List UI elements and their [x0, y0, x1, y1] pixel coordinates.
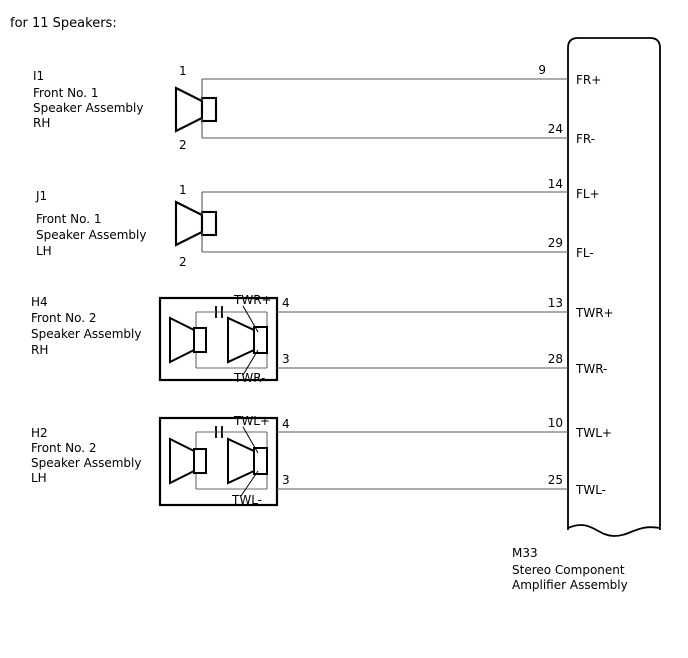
leader-h4-positive [242, 305, 259, 333]
component-h2-inner-label-negative: TWL- [231, 493, 262, 507]
component-h2-ref: H2 [31, 426, 48, 440]
component-h4-ref: H4 [31, 295, 48, 309]
leader-h2-negative [240, 470, 259, 497]
connector-break-line [567, 524, 661, 537]
leader-h2-positive [242, 426, 259, 454]
component-j1-desc-line2: Speaker Assembly [36, 228, 146, 242]
terminal-25-pin: 25 [548, 473, 563, 487]
speaker-h4-tweeter-cone-icon [227, 316, 255, 364]
component-i1-desc-line3: RH [33, 116, 50, 130]
speaker-h2-tweeter-cone-icon [227, 437, 255, 485]
component-j1-desc-line3: LH [36, 244, 52, 258]
component-i1: I1 Front No. 1 Speaker Assembly RH 1 2 9… [33, 63, 601, 152]
component-h2-pin-3-number: 3 [282, 473, 290, 487]
component-h4-desc-line2: Speaker Assembly [31, 327, 141, 341]
component-h4-pin-4-number: 4 [282, 296, 290, 310]
terminal-13-label: TWR+ [575, 306, 614, 320]
diagram-title: for 11 Speakers: [10, 16, 117, 31]
speaker-j1-magnet-icon [200, 210, 218, 237]
terminal-25-label: TWL- [575, 483, 606, 497]
terminal-9-pin: 9 [538, 63, 546, 77]
component-h2-enclosure [158, 416, 279, 507]
terminal-28-pin: 28 [548, 352, 563, 366]
connector-name-line1: Stereo Component [512, 563, 625, 577]
connector-ref: M33 [512, 546, 538, 560]
component-h2-desc-line1: Front No. 2 [31, 441, 97, 455]
component-j1-pin-2-number: 2 [179, 255, 187, 269]
speaker-h2-woofer-magnet-icon [193, 448, 207, 474]
component-i1-ref: I1 [33, 69, 44, 83]
speaker-h2-tweeter-magnet-icon [253, 447, 268, 475]
terminal-24-label: FR- [576, 132, 595, 146]
connector-m33 [567, 37, 661, 537]
component-h4-desc-line3: RH [31, 343, 48, 357]
speaker-i1-magnet-icon [200, 96, 218, 123]
component-j1-pin-1-number: 1 [179, 183, 187, 197]
speaker-h4-woofer-magnet-icon [193, 327, 207, 353]
speaker-h4-tweeter-magnet-icon [253, 326, 268, 354]
component-h4-desc-line1: Front No. 2 [31, 311, 97, 325]
component-h2-pin-4-number: 4 [282, 417, 290, 431]
terminal-28-label: TWR- [575, 362, 607, 376]
component-h2: H2 Front No. 2 Speaker Assembly LH TWL+ … [31, 414, 612, 507]
connector-body-outline [567, 37, 661, 530]
terminal-24-pin: 24 [548, 122, 563, 136]
component-i1-pin-1-number: 1 [179, 64, 187, 78]
terminal-14-pin: 14 [548, 177, 563, 191]
terminal-13-pin: 13 [548, 296, 563, 310]
speaker-j1-cone-icon [174, 200, 204, 247]
component-j1: J1 Front No. 1 Speaker Assembly LH 1 2 1… [35, 177, 600, 269]
component-h4-enclosure [158, 296, 279, 382]
component-h4-pin-3-number: 3 [282, 352, 290, 366]
connector-name-line2: Amplifier Assembly [512, 578, 628, 592]
component-h2-desc-line3: LH [31, 471, 47, 485]
component-h4-inner-label-negative: TWR- [233, 371, 265, 385]
terminal-9-label: FR+ [576, 73, 601, 87]
speaker-h2-woofer-cone-icon [169, 437, 195, 485]
terminal-10-label: TWL+ [575, 426, 612, 440]
terminal-14-label: FL+ [576, 187, 600, 201]
component-h4-inner-label-positive: TWR+ [233, 293, 272, 307]
terminal-10-pin: 10 [548, 416, 563, 430]
speaker-h4-woofer-cone-icon [169, 316, 195, 364]
component-h2-inner-label-positive: TWL+ [233, 414, 270, 428]
terminal-29-label: FL- [576, 246, 594, 260]
component-j1-ref: J1 [35, 189, 47, 203]
component-i1-desc-line2: Speaker Assembly [33, 101, 143, 115]
leader-h4-negative [242, 349, 259, 376]
connector-caption: M33 Stereo Component Amplifier Assembly [512, 546, 628, 592]
component-h4: H4 Front No. 2 Speaker Assembly RH T [31, 293, 614, 385]
component-h2-desc-line2: Speaker Assembly [31, 456, 141, 470]
terminal-29-pin: 29 [548, 236, 563, 250]
component-i1-desc-line1: Front No. 1 [33, 86, 99, 100]
component-i1-pin-2-number: 2 [179, 138, 187, 152]
component-j1-desc-line1: Front No. 1 [36, 212, 102, 226]
speaker-i1-cone-icon [174, 86, 204, 133]
